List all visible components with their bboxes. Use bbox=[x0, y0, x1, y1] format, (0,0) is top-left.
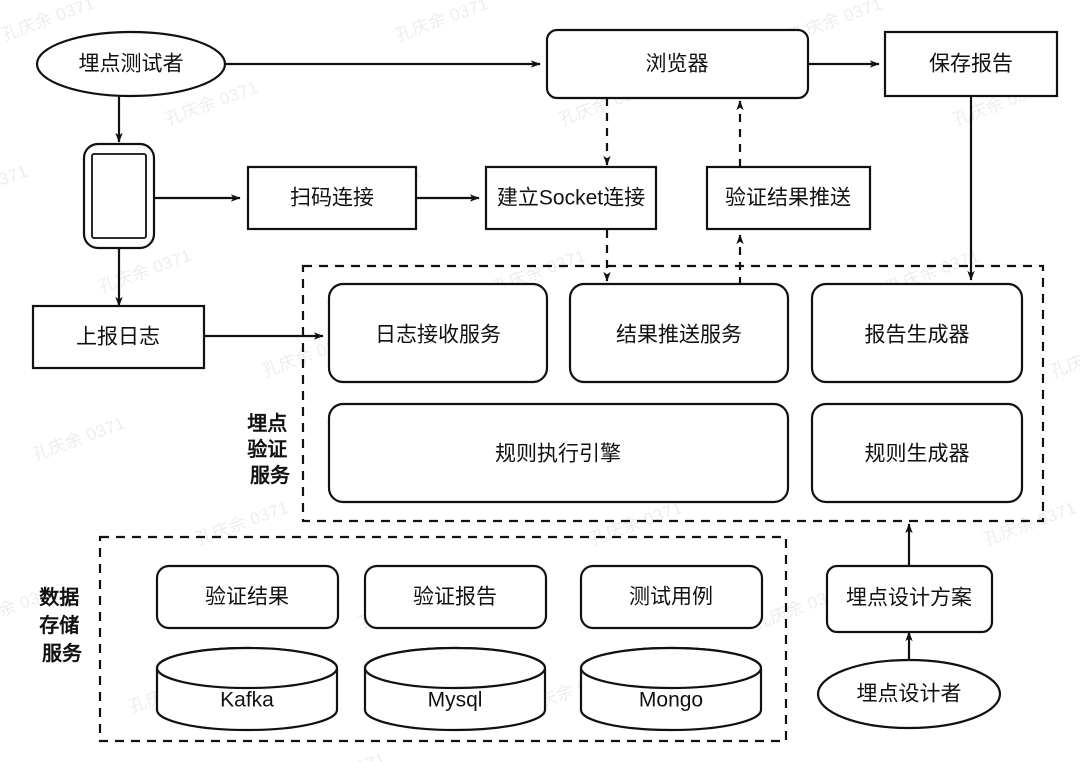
rounded-rect-shape bbox=[568, 282, 790, 384]
node-result-push-service-label: 结果推送服务 bbox=[616, 324, 742, 347]
rounded-rect-shape bbox=[155, 564, 340, 630]
cylinder-top-ellipse bbox=[155, 646, 339, 690]
node-upload-log[interactable]: 上报日志 bbox=[31, 304, 206, 370]
group-validation-service-container bbox=[301, 264, 1045, 523]
mobile-device-icon[interactable] bbox=[82, 142, 156, 250]
ellipse-shape bbox=[35, 30, 227, 98]
node-mysql-database[interactable]: Mysql bbox=[363, 646, 547, 732]
rounded-rect-shape bbox=[810, 402, 1024, 504]
node-push-verification-result[interactable]: 验证结果推送 bbox=[705, 165, 872, 231]
node-save-report[interactable]: 保存报告 bbox=[883, 30, 1059, 98]
group-data-storage-service-container bbox=[98, 535, 788, 743]
actor-designer-label: 埋点设计者 bbox=[857, 683, 962, 706]
rounded-rect-shape bbox=[810, 282, 1024, 384]
node-mysql-label: Mysql bbox=[428, 689, 483, 712]
node-report-generator[interactable]: 报告生成器 bbox=[810, 282, 1024, 384]
group-validation-service-label: 埋点 验证 服务 bbox=[247, 412, 293, 487]
node-log-receive-service-label: 日志接收服务 bbox=[375, 324, 501, 347]
actor-node-designer[interactable]: 埋点设计者 bbox=[816, 658, 1002, 730]
node-browser-label: 浏览器 bbox=[646, 53, 709, 76]
node-log-receive-service[interactable]: 日志接收服务 bbox=[327, 282, 549, 384]
rect-shape bbox=[484, 165, 658, 231]
node-scan-connect-label: 扫码连接 bbox=[290, 187, 374, 210]
group-data-storage-service-label: 数据 存储 服务 bbox=[39, 585, 85, 665]
node-rule-generator[interactable]: 规则生成器 bbox=[810, 402, 1024, 504]
rounded-rect-shape bbox=[327, 402, 790, 504]
node-test-case-label: 测试用例 bbox=[629, 586, 713, 609]
node-mongo-database[interactable]: Mongo bbox=[579, 646, 763, 732]
node-rule-engine[interactable]: 规则执行引擎 bbox=[327, 402, 790, 504]
node-establish-socket[interactable]: 建立Socket连接 bbox=[484, 165, 658, 231]
rect-shape bbox=[246, 165, 418, 231]
node-mongo-label: Mongo bbox=[639, 689, 703, 712]
node-design-plan-label: 埋点设计方案 bbox=[846, 587, 972, 610]
cylinder-top-ellipse bbox=[363, 646, 547, 690]
cylinder-top-ellipse bbox=[579, 646, 763, 690]
actor-tester-label: 埋点测试者 bbox=[79, 53, 184, 76]
rect-shape bbox=[883, 30, 1059, 98]
rect-shape bbox=[705, 165, 872, 231]
rounded-rect-shape bbox=[327, 282, 549, 384]
rounded-rect-shape bbox=[363, 564, 548, 630]
node-report-generator-label: 报告生成器 bbox=[865, 324, 970, 347]
rect-shape bbox=[31, 304, 206, 370]
node-result-push-service[interactable]: 结果推送服务 bbox=[568, 282, 790, 384]
node-verify-report[interactable]: 验证报告 bbox=[363, 564, 548, 630]
node-rule-engine-label: 规则执行引擎 bbox=[495, 443, 621, 466]
rounded-rect-shape bbox=[545, 28, 810, 100]
node-verify-result[interactable]: 验证结果 bbox=[155, 564, 340, 630]
node-browser[interactable]: 浏览器 bbox=[545, 28, 810, 100]
mobile-screen bbox=[91, 153, 147, 239]
actor-node-tester[interactable]: 埋点测试者 bbox=[35, 30, 227, 98]
node-design-plan[interactable]: 埋点设计方案 bbox=[825, 564, 994, 634]
node-kafka-label: Kafka bbox=[220, 689, 274, 712]
node-rule-generator-label: 规则生成器 bbox=[865, 443, 970, 466]
node-kafka-database[interactable]: Kafka bbox=[155, 646, 339, 732]
node-scan-connect[interactable]: 扫码连接 bbox=[246, 165, 418, 231]
ellipse-shape bbox=[816, 658, 1002, 730]
node-push-verification-result-label: 验证结果推送 bbox=[725, 187, 851, 210]
node-upload-log-label: 上报日志 bbox=[76, 326, 160, 349]
rounded-rect-shape bbox=[579, 564, 764, 630]
node-verify-result-label: 验证结果 bbox=[205, 586, 289, 609]
node-save-report-label: 保存报告 bbox=[929, 53, 1013, 76]
node-establish-socket-label: 建立Socket连接 bbox=[497, 187, 645, 210]
node-test-case[interactable]: 测试用例 bbox=[579, 564, 764, 630]
node-verify-report-label: 验证报告 bbox=[413, 586, 497, 609]
